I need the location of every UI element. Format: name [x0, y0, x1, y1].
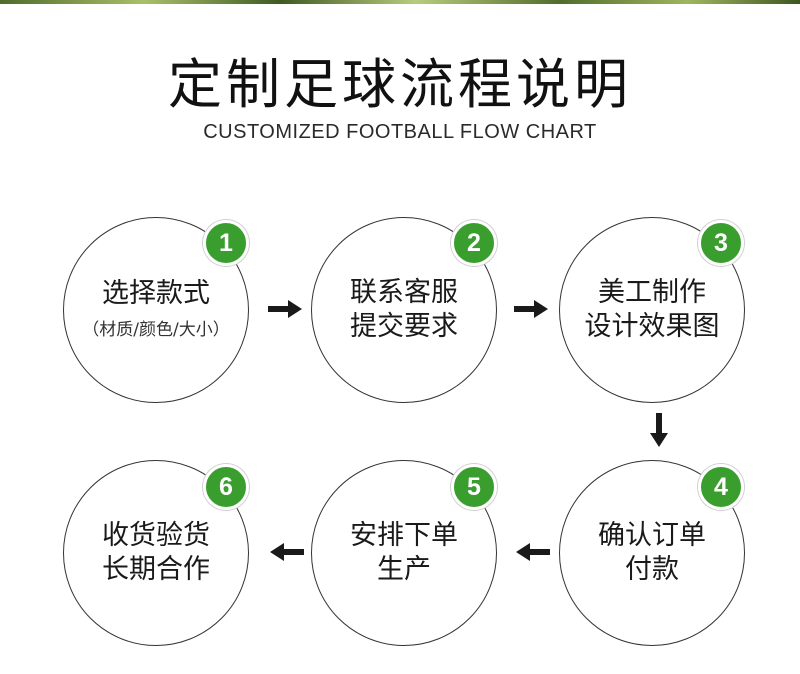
step-3-label-line2: 设计效果图: [584, 311, 720, 342]
step-1-label: 选择款式: [102, 278, 210, 309]
step-3-label-line1: 美工制作: [598, 277, 706, 308]
step-5-label-line2: 生产: [377, 554, 431, 585]
arrow-left-icon: [270, 543, 304, 561]
arrow-right-icon: [514, 300, 548, 318]
step-4-badge: 4: [698, 464, 744, 510]
step-5-label-line1: 安排下单: [350, 520, 458, 551]
arrow-right-icon: [268, 300, 302, 318]
arrow-down-icon: [650, 413, 668, 447]
step-1-badge: 1: [203, 220, 249, 266]
step-6-label-line2: 长期合作: [102, 554, 210, 585]
step-3-badge: 3: [698, 220, 744, 266]
step-6-badge: 6: [203, 464, 249, 510]
step-4-label-line2: 付款: [625, 554, 679, 585]
step-4-circle: 确认订单 付款: [559, 460, 745, 646]
step-4-label-line1: 确认订单: [598, 520, 706, 551]
step-2-label-line2: 提交要求: [350, 311, 458, 342]
step-1-note: （材质/颜色/大小）: [82, 320, 230, 340]
step-2-label-line1: 联系客服: [350, 277, 458, 308]
arrow-left-icon: [516, 543, 550, 561]
step-2-badge: 2: [451, 220, 497, 266]
step-6-label-line1: 收货验货: [102, 520, 210, 551]
page-title: 定制足球流程说明: [168, 53, 632, 116]
page-subtitle: CUSTOMIZED FOOTBALL FLOW CHART: [203, 121, 597, 143]
top-grass-strip: [0, 0, 800, 4]
step-5-badge: 5: [451, 464, 497, 510]
